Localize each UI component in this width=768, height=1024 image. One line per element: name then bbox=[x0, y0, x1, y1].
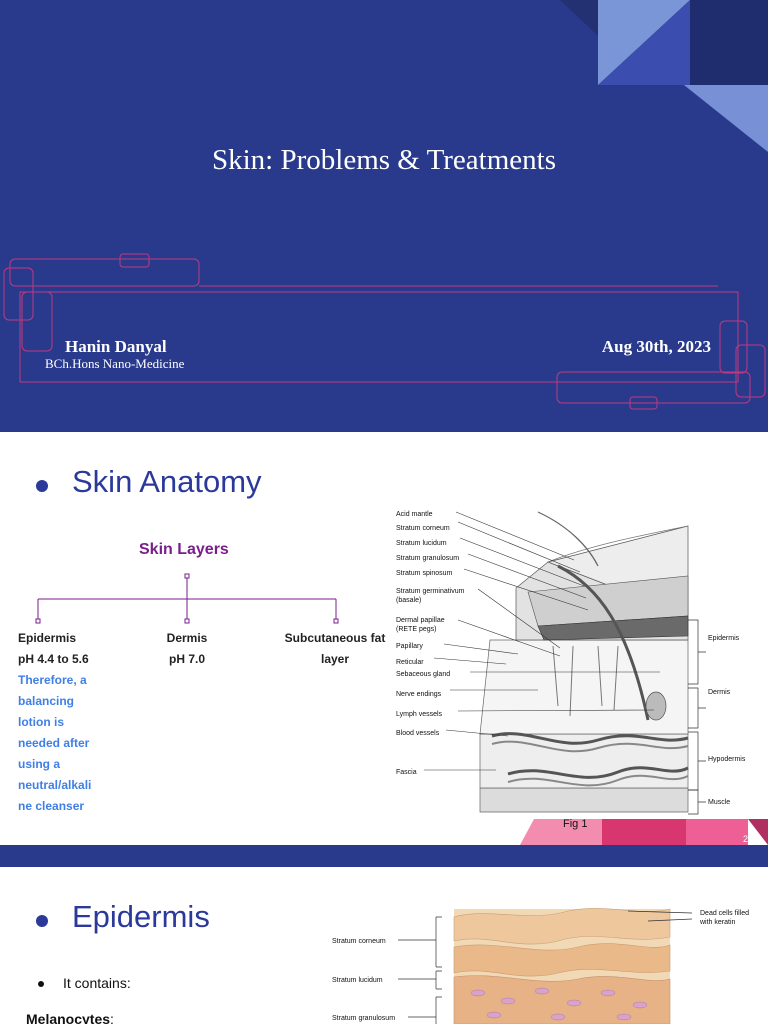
figure-label: Blood vessels bbox=[396, 730, 440, 737]
figure-label: Fascia bbox=[396, 769, 417, 776]
note-line: neutral/alkali bbox=[18, 778, 92, 792]
presentation-date: Aug 30th, 2023 bbox=[601, 337, 711, 356]
presentation-title: Skin: Problems & Treatments bbox=[211, 144, 556, 176]
figure-label: Stratum corneum bbox=[332, 938, 386, 945]
subheading-text: Melanocytes bbox=[26, 1011, 111, 1024]
slide-heading: Epidermis bbox=[72, 899, 210, 934]
title-slide: Skin: Problems & Treatments Hanin Danyal… bbox=[0, 0, 768, 432]
page-number: 2 bbox=[743, 834, 749, 844]
figure-label: Epidermis bbox=[708, 635, 740, 642]
corner-decoration bbox=[560, 0, 768, 152]
dermis-ph: pH 7.0 bbox=[168, 652, 205, 666]
figure-label: Muscle bbox=[708, 799, 730, 806]
epidermis-figure: Stratum corneum Stratum lucidum Stratum … bbox=[332, 908, 749, 1024]
figure-label: (RETE pegs) bbox=[396, 626, 436, 633]
figure-label: Reticular bbox=[396, 659, 424, 666]
figure-label: Dermal papillae bbox=[396, 617, 445, 624]
figure-label: Dermis bbox=[708, 689, 731, 696]
subheading: Melanocytes: bbox=[26, 1011, 114, 1024]
slide-heading: Skin Anatomy bbox=[72, 464, 262, 499]
figure-label: Hypodermis bbox=[708, 756, 746, 763]
figure-label: Nerve endings bbox=[396, 691, 442, 698]
figure-label: Papillary bbox=[396, 643, 423, 650]
figure-label: Stratum lucidum bbox=[396, 540, 447, 547]
figure-label: Stratum granulosum bbox=[332, 1015, 395, 1022]
note-line: Therefore, a bbox=[18, 673, 87, 687]
tree-title: Skin Layers bbox=[139, 541, 229, 558]
epidermis-ph: pH 4.4 to 5.6 bbox=[18, 652, 89, 666]
subheading-colon: : bbox=[110, 1011, 114, 1024]
heading-bullet bbox=[36, 915, 48, 927]
figure-label: Stratum germinativum bbox=[396, 588, 465, 595]
figure-label: Stratum spinosum bbox=[396, 570, 453, 577]
epidermis-column: Epidermis pH 4.4 to 5.6 Therefore, a bal… bbox=[18, 628, 128, 817]
skin-layers-figure: Acid mantle Stratum corneum Stratum luci… bbox=[396, 511, 746, 815]
small-bullet bbox=[38, 981, 44, 987]
epidermis-slide: Epidermis It contains: Melanocytes: Str bbox=[0, 867, 768, 1024]
figure-label: Dead cells filled bbox=[700, 910, 749, 917]
figure-label: (basale) bbox=[396, 597, 421, 604]
subcutaneous-column: Subcutaneous fat layer bbox=[280, 628, 390, 670]
figure-label: Lymph vessels bbox=[396, 711, 443, 718]
tree-connector bbox=[35, 573, 339, 624]
note-line: lotion is bbox=[18, 715, 64, 729]
note-line: needed after bbox=[18, 736, 90, 750]
author-name: Hanin Danyal bbox=[65, 337, 167, 356]
dermis-column: Dermis pH 7.0 bbox=[150, 628, 224, 670]
figure-label: Stratum granulosum bbox=[396, 555, 459, 562]
dermis-name: Dermis bbox=[166, 631, 208, 645]
figure-label: Stratum corneum bbox=[396, 525, 450, 532]
figure-label: Stratum lucidum bbox=[332, 977, 383, 984]
footer-ribbon bbox=[520, 819, 768, 845]
note-line: using a bbox=[18, 757, 61, 771]
skin-anatomy-slide: Skin Anatomy Skin Layers Epidermis pH 4.… bbox=[0, 432, 768, 845]
note-line: balancing bbox=[18, 694, 75, 708]
figure-label: with keratin bbox=[699, 919, 736, 926]
subcutaneous-line1: Subcutaneous fat bbox=[284, 631, 386, 645]
note-line: ne cleanser bbox=[18, 799, 85, 813]
subcutaneous-line2: layer bbox=[320, 652, 350, 666]
author-degree: BCh.Hons Nano-Medicine bbox=[45, 356, 185, 371]
rounded-frame-decoration bbox=[3, 253, 766, 410]
slide-separator bbox=[0, 845, 768, 867]
epidermis-name: Epidermis bbox=[18, 631, 77, 645]
figure-label: Acid mantle bbox=[396, 511, 433, 518]
bullet-text: It contains: bbox=[63, 975, 131, 991]
figure-label: Sebaceous gland bbox=[396, 671, 450, 678]
heading-bullet bbox=[36, 480, 48, 492]
figure-caption: Fig 1 bbox=[563, 818, 588, 830]
epidermis-note: Therefore, a balancing lotion is needed … bbox=[18, 670, 128, 817]
